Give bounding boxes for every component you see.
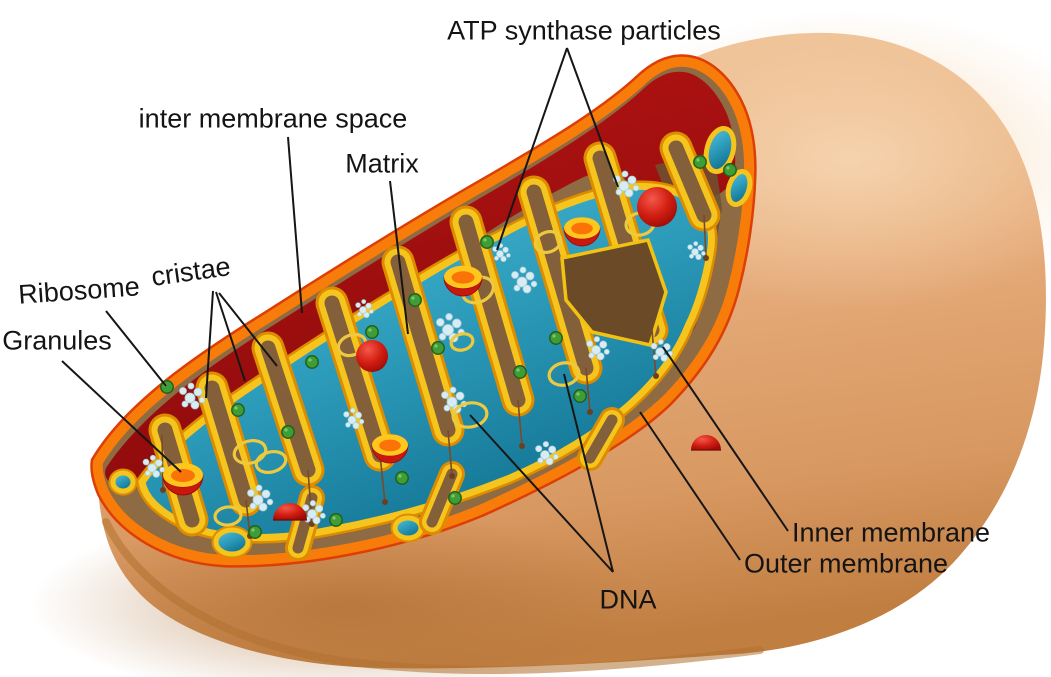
cut-face-wedge xyxy=(560,237,668,348)
leader-line-atp-left xyxy=(496,47,568,251)
atp-synthase-thread xyxy=(517,399,523,447)
atp-synthase-thread xyxy=(651,329,657,377)
crista-fold xyxy=(526,184,594,376)
matrix-pocket xyxy=(392,515,424,541)
dna-ring xyxy=(336,332,368,358)
red-sphere xyxy=(637,187,677,227)
ribosome-dot xyxy=(248,525,262,539)
leader-line-cristae-2 xyxy=(215,291,246,382)
crista-fold xyxy=(260,340,316,478)
atp-synthase-thread xyxy=(585,367,591,413)
atp-synthase-threads-layer xyxy=(160,214,709,539)
matrix-pocket xyxy=(213,527,251,557)
dna-ring xyxy=(232,438,268,466)
dome-matrix-lobe xyxy=(703,125,737,175)
leader-line-cristae-3 xyxy=(218,292,278,367)
crista-fold xyxy=(458,214,526,408)
leader-line-ribosome xyxy=(105,310,167,387)
ribosome-dot xyxy=(408,293,422,307)
crista-fold-bottom xyxy=(426,468,458,528)
atp-synthase-knob xyxy=(160,487,166,493)
crista-fold xyxy=(668,140,712,223)
body-bottom-edge-shadow xyxy=(102,518,764,674)
leader-line-inter-membrane xyxy=(287,136,303,314)
bottom-folds-layer xyxy=(285,407,625,561)
ribosome-dot xyxy=(723,163,737,177)
bottom-pockets-layer xyxy=(108,468,426,559)
ribosome-dot xyxy=(281,425,295,439)
atp-synthase-thread xyxy=(379,454,386,503)
ribosome-dot xyxy=(573,389,587,403)
leader-line-atp-right xyxy=(566,47,619,188)
ribosome-dot xyxy=(395,471,409,485)
atp-synthase-knob xyxy=(653,373,659,379)
atp-synthase-thread xyxy=(703,214,707,259)
organelle-scatter-layer xyxy=(142,155,737,539)
matrix-pocket xyxy=(110,470,136,494)
leader-line-outer-membrane xyxy=(639,411,741,561)
crista-fold-bottom xyxy=(584,414,618,464)
leader-line-cristae-1 xyxy=(205,290,214,399)
ribosome-dot xyxy=(480,235,494,249)
leader-line-inner-membrane xyxy=(662,346,789,532)
ribosome-dot xyxy=(305,355,319,369)
atp-synthase-knob xyxy=(382,499,388,505)
leader-line-dna-right xyxy=(563,373,614,573)
crista-fold xyxy=(324,295,388,463)
atp-synthase-knob xyxy=(519,443,525,449)
ribosome-dot xyxy=(549,331,563,345)
crista-fold xyxy=(390,254,456,438)
red-sphere xyxy=(356,340,388,372)
leader-line-dna-left xyxy=(469,414,614,573)
leader-line-matrix xyxy=(389,180,409,335)
leader-line-granules xyxy=(61,360,182,473)
dna-ring xyxy=(254,449,288,475)
atp-synthase-thread xyxy=(447,429,453,477)
dna-ring xyxy=(449,332,475,352)
dna-ring xyxy=(213,505,243,527)
dna-ring xyxy=(451,401,489,429)
ribosome-dot xyxy=(365,325,379,339)
ribosome-dot xyxy=(693,155,707,169)
atp-synthase-knob xyxy=(587,409,593,415)
dna-ring xyxy=(533,230,563,254)
atp-synthase-knob xyxy=(449,473,455,479)
crista-fold-bottom xyxy=(292,492,318,554)
ribosome-dot xyxy=(329,513,343,527)
leader-lines-layer xyxy=(61,47,789,573)
ribosome-dot xyxy=(448,491,462,505)
crista-fold xyxy=(204,380,254,508)
ribosome-dot xyxy=(431,341,445,355)
ribosome-dot xyxy=(513,365,527,379)
ribosome-dot xyxy=(231,403,245,417)
atp-synthase-knob xyxy=(703,255,709,261)
dome-matrix-lobe xyxy=(725,169,753,207)
